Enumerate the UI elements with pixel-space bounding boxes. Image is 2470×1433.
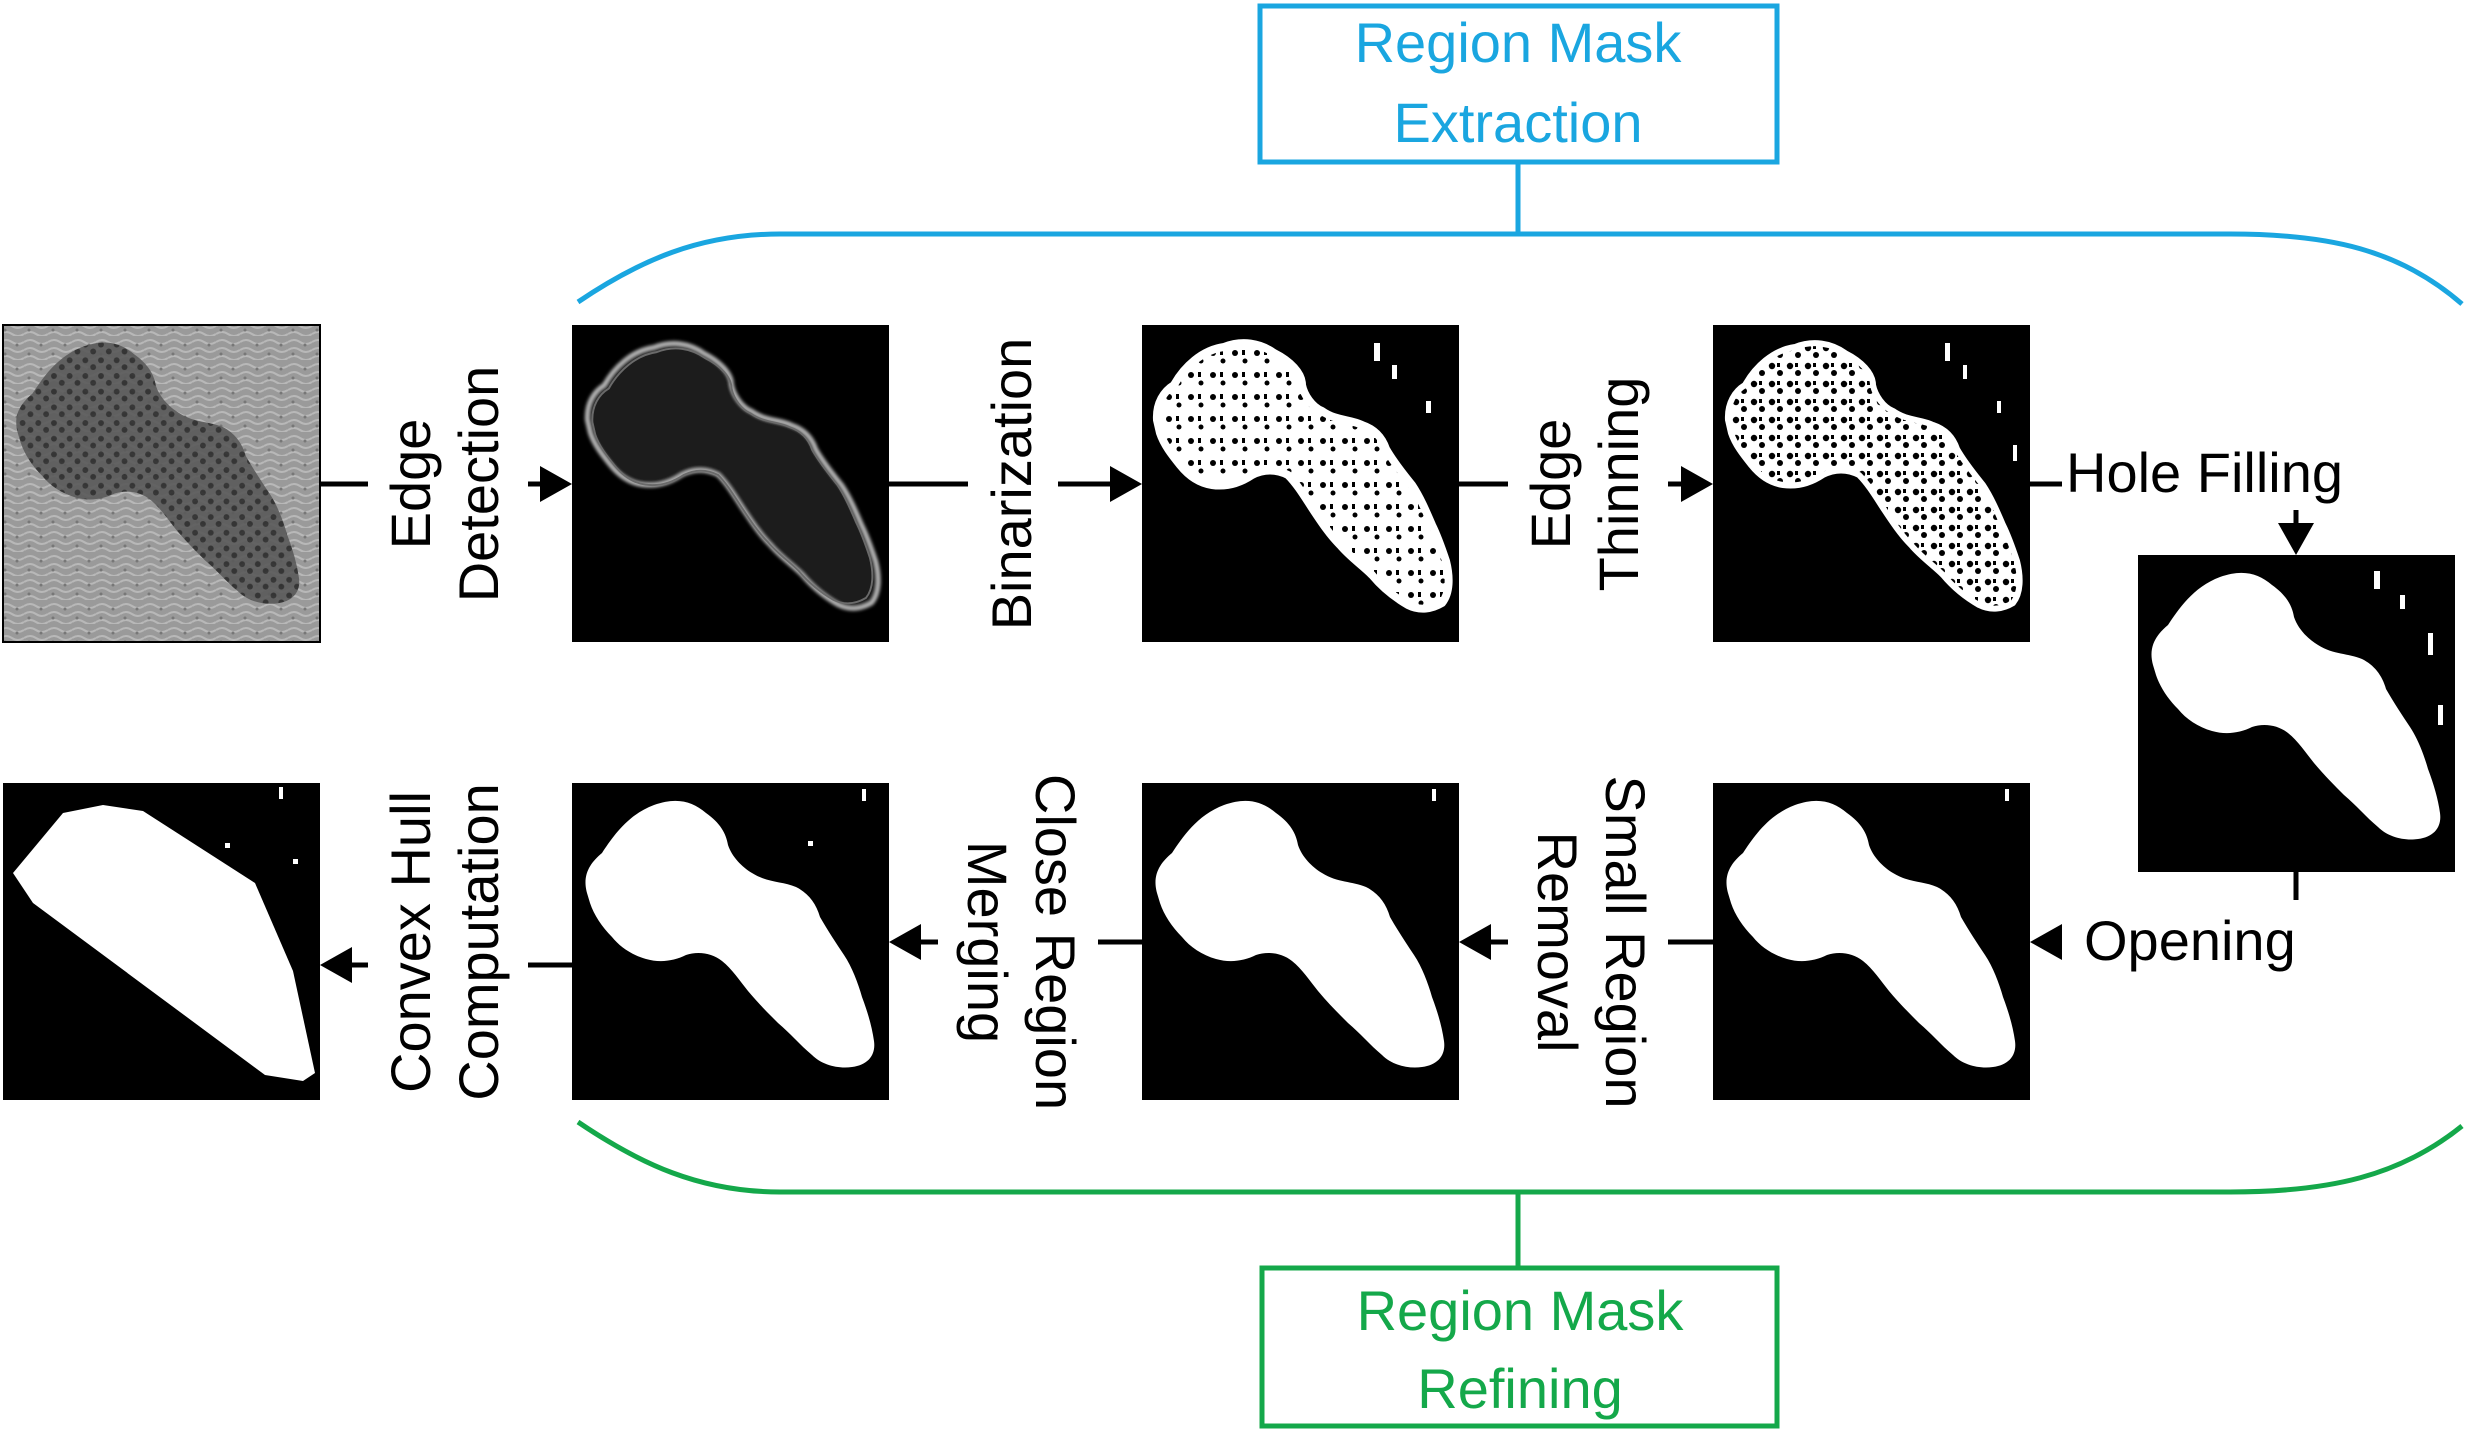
convex-hull-image — [3, 783, 320, 1100]
extraction-group: Region Mask Extraction — [576, 3, 2464, 306]
extraction-box-label-line2: Extraction — [1394, 91, 1643, 154]
hole-filled-image — [2138, 555, 2455, 872]
label-edge-thinning-line2: Thinning — [1587, 377, 1650, 592]
label-edge-thinning-line1: Edge — [1519, 419, 1582, 550]
arrow-edge-thinning — [1681, 466, 1713, 502]
arrow-edge-detection — [540, 466, 572, 502]
refining-box — [1259, 1265, 1780, 1429]
label-opening: Opening — [2084, 909, 2296, 972]
arrow-hole-filling — [2278, 523, 2314, 555]
label-edge-detection-line2: Detection — [447, 366, 510, 603]
binarized-image — [1142, 325, 1459, 642]
merged-region-image — [572, 783, 889, 1100]
input-image — [2, 324, 321, 643]
small-region-removed-image — [1142, 783, 1459, 1100]
label-convex-hull-line1: Convex Hull — [379, 791, 442, 1093]
label-binarization: Binarization — [980, 338, 1043, 631]
refining-box-label-line1: Region Mask — [1357, 1279, 1685, 1342]
arrow-small-region-removal — [1459, 924, 1491, 960]
refining-brace — [576, 1119, 2464, 1195]
label-edge-detection-line1: Edge — [379, 419, 442, 550]
extraction-box-label-line1: Region Mask — [1355, 11, 1683, 74]
label-close-region-merging: Close Region Merging — [956, 774, 1087, 1110]
label-binarization-line1: Binarization — [980, 338, 1043, 631]
refining-box-label-line2: Refining — [1417, 1357, 1622, 1420]
label-small-region-removal: Small Region Removal — [1526, 775, 1657, 1108]
arrow-opening-head — [2030, 924, 2062, 960]
label-edge-detection: Edge Detection — [379, 366, 510, 603]
label-edge-thinning: Edge Thinning — [1519, 377, 1650, 592]
step-labels: Edge Detection Binarization Edge Thinnin… — [379, 338, 2343, 1110]
arrow-close-region-merging — [889, 924, 921, 960]
label-close-region-merging-line1: Close Region — [1024, 774, 1087, 1110]
label-close-region-merging-line2: Merging — [956, 841, 1019, 1043]
arrow-binarization — [1110, 466, 1142, 502]
label-small-region-removal-line1: Small Region — [1594, 775, 1657, 1108]
connectors — [320, 466, 2314, 983]
label-convex-hull-computation: Convex Hull Computation — [379, 783, 510, 1101]
arrow-convex-hull — [320, 947, 352, 983]
opened-image — [1713, 783, 2030, 1100]
label-small-region-removal-line2: Removal — [1526, 832, 1589, 1053]
label-convex-hull-line2: Computation — [447, 783, 510, 1101]
thinned-image — [1713, 325, 2030, 642]
edge-map-image — [572, 325, 889, 642]
extraction-brace — [576, 231, 2464, 306]
label-hole-filling: Hole Filling — [2066, 441, 2343, 504]
refining-group: Region Mask Refining — [576, 1119, 2464, 1429]
